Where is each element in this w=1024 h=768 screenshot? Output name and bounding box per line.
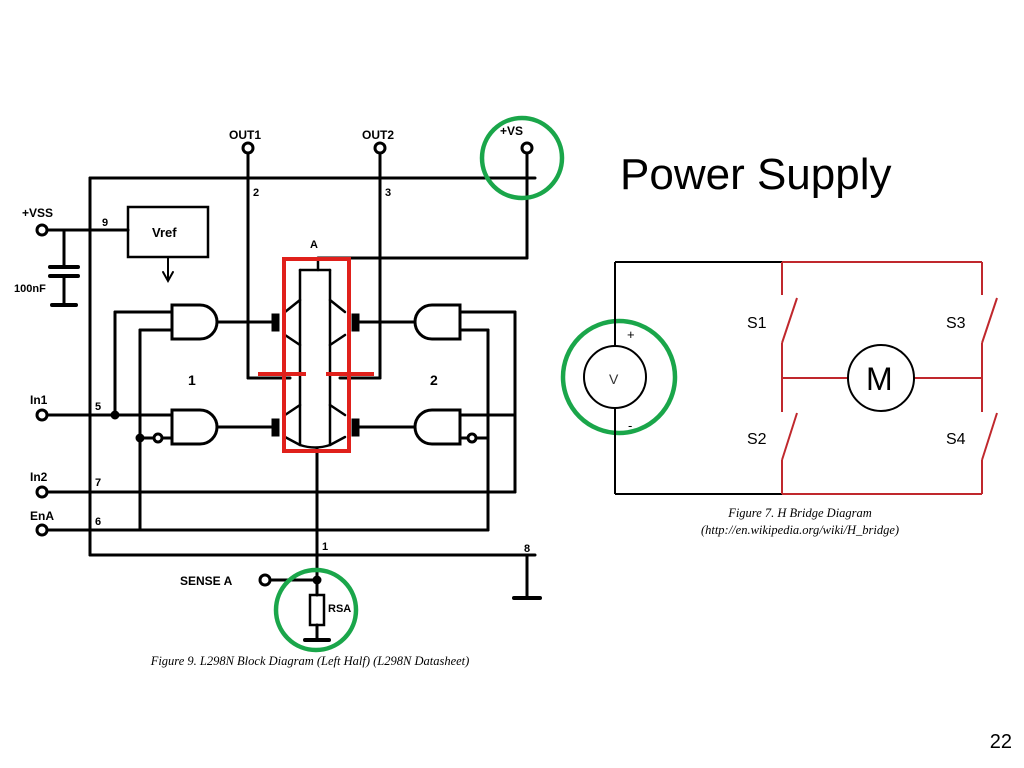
label-in2: In2 xyxy=(30,470,48,484)
bridge-highlight-box xyxy=(258,257,374,453)
l298n-block-diagram xyxy=(35,141,542,642)
label-pin8: 8 xyxy=(524,543,530,555)
label-motor: M xyxy=(866,361,893,397)
label-pin6: 6 xyxy=(95,516,101,528)
slide-title: Power Supply xyxy=(620,150,892,199)
label-bridge-1: 1 xyxy=(188,372,196,388)
label-out2: OUT2 xyxy=(362,128,394,142)
label-in1: In1 xyxy=(30,393,48,407)
label-bridge-2: 2 xyxy=(430,372,438,388)
label-out1: OUT1 xyxy=(229,128,261,142)
label-vref: Vref xyxy=(152,225,177,240)
hbridge-caption-line1: Figure 7. H Bridge Diagram xyxy=(728,506,872,520)
label-pin2: 2 xyxy=(253,187,259,199)
label-pin1: 1 xyxy=(322,541,328,553)
l298n-caption: Figure 9. L298N Block Diagram (Left Half… xyxy=(150,654,470,668)
hbridge-caption: Figure 7. H Bridge Diagram (http://en.wi… xyxy=(640,505,960,539)
hbridge-diagram xyxy=(583,261,998,495)
label-vs: +VS xyxy=(500,124,523,138)
hbridge-caption-line2: (http://en.wikipedia.org/wiki/H_bridge) xyxy=(700,523,900,537)
highlight-circle-sense xyxy=(273,567,359,653)
highlight-circle-source xyxy=(560,318,678,436)
page-number: 22 xyxy=(989,731,1012,753)
label-s3: S3 xyxy=(946,315,966,332)
label-rsa: RSA xyxy=(328,603,351,615)
label-vss: +VSS xyxy=(22,206,53,220)
label-pin3: 3 xyxy=(385,187,391,199)
label-sense-a: SENSE A xyxy=(180,574,233,588)
label-ena: EnA xyxy=(30,509,54,523)
hbridge-labels: S1 S2 S3 S4 M V + - xyxy=(609,315,966,448)
label-100nf: 100nF xyxy=(14,283,46,295)
label-s1: S1 xyxy=(747,315,767,332)
label-source-v: V xyxy=(609,371,619,387)
label-node-a: A xyxy=(310,239,318,251)
label-pin5: 5 xyxy=(95,401,101,413)
label-pin9: 9 xyxy=(102,217,108,229)
label-s4: S4 xyxy=(946,431,966,448)
label-plus: + xyxy=(627,327,635,342)
label-minus: - xyxy=(628,418,632,433)
l298n-labels: OUT1 OUT2 +VS +VSS 9 2 3 Vref 100nF A 1 … xyxy=(14,124,530,615)
supply-highlight-circles xyxy=(273,115,678,653)
label-pin7: 7 xyxy=(95,477,101,489)
highlight-circle-vs xyxy=(479,115,565,201)
label-s2: S2 xyxy=(747,431,767,448)
